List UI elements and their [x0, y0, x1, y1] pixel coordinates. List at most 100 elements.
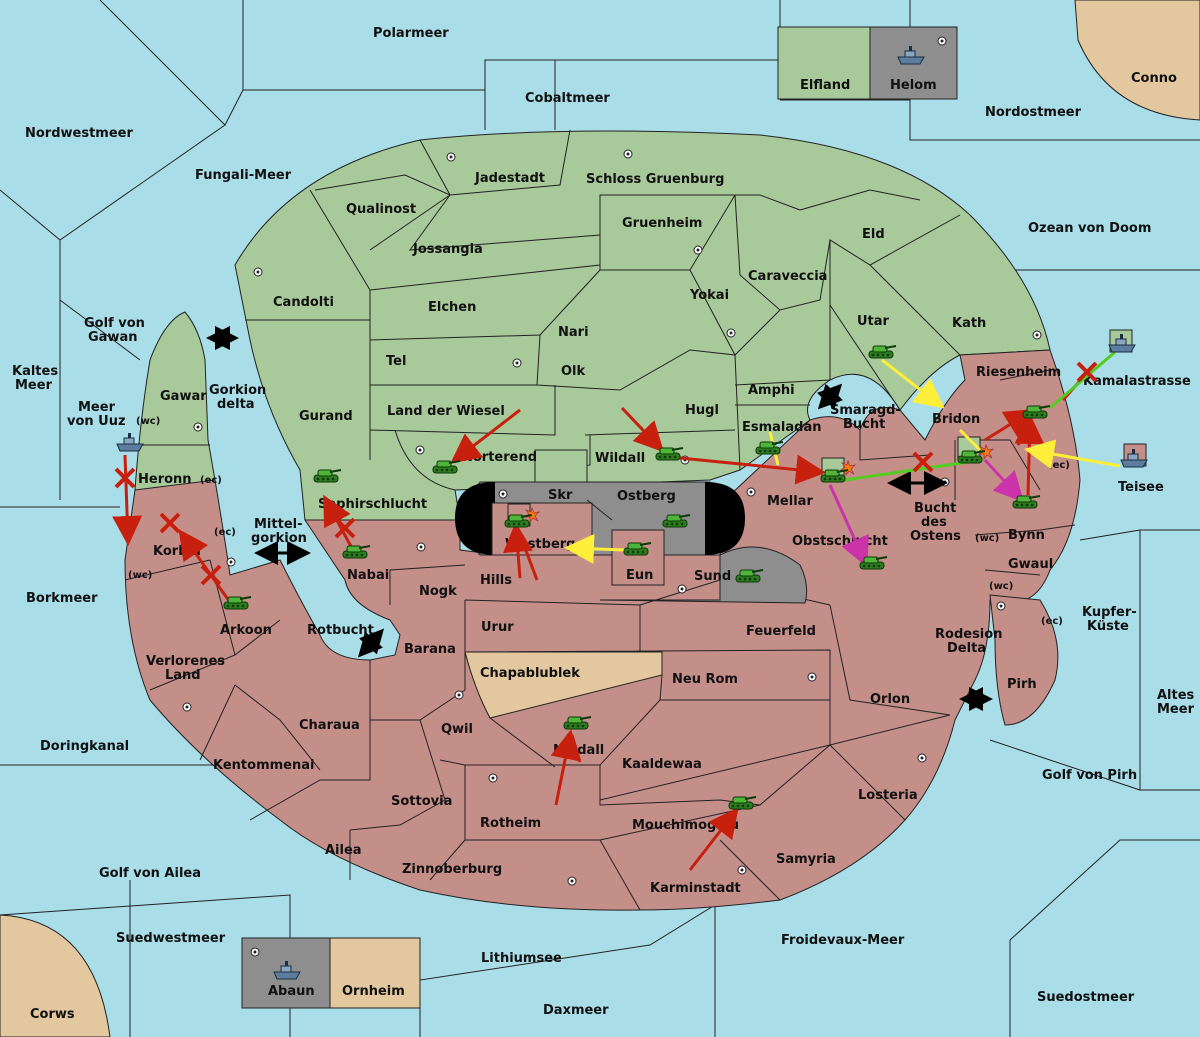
label-orlon: Orlon — [870, 692, 910, 707]
sea-suedwestmeer: Suedwestmeer — [116, 931, 226, 946]
label-gruenheim: Gruenheim — [622, 216, 702, 231]
supply-center-icon — [1032, 330, 1042, 340]
label-land-wiesel: Land der Wiesel — [387, 404, 505, 419]
supply-center-icon — [737, 865, 747, 875]
sea-fungali: Fungali-Meer — [195, 168, 292, 183]
label-gurand: Gurand — [299, 409, 353, 424]
label-kath: Kath — [952, 316, 986, 331]
svg-text:Meer: Meer — [1157, 702, 1195, 717]
label-karminstadt: Karminstadt — [650, 881, 741, 896]
label-mellar: Mellar — [767, 494, 813, 509]
sea-golf-gawan: Golf von — [84, 316, 145, 331]
svg-text:Ostens: Ostens — [910, 529, 961, 544]
sea-smaragd-bucht: Smaragd- — [830, 403, 901, 418]
label-barana: Barana — [404, 642, 456, 657]
sea-suedostmeer: Suedostmeer — [1037, 990, 1135, 1005]
sea-kamalastrasse: Kamalastrasse — [1083, 374, 1191, 389]
supply-center-icon — [498, 489, 508, 499]
supply-center-icon — [807, 672, 817, 682]
passages — [206, 326, 993, 711]
label-hills: Hills — [480, 573, 512, 588]
label-corws: Corws — [30, 1007, 75, 1022]
label-kentommenai: Kentommenai — [213, 758, 314, 773]
sea-doringkanal: Doringkanal — [40, 739, 129, 754]
label-neu-rom: Neu Rom — [672, 672, 738, 687]
label-utar: Utar — [857, 314, 890, 329]
coast-bynn-wc: (wc) — [975, 533, 999, 544]
supply-center-icon — [746, 487, 756, 497]
label-kaaldewaa: Kaaldewaa — [622, 757, 702, 772]
sea-ozean-doom: Ozean von Doom — [1028, 221, 1151, 236]
supply-center-icon — [693, 245, 703, 255]
svg-text:Delta: Delta — [947, 641, 986, 656]
sea-golf-ailea: Golf von Ailea — [99, 866, 201, 881]
coast-gwaul-ec: (ec) — [1041, 616, 1063, 627]
label-rotheim: Rotheim — [480, 816, 541, 831]
capsule-right-cap — [705, 482, 745, 555]
territory-conno[interactable] — [1074, 0, 1200, 121]
supply-center-icon — [226, 557, 236, 567]
label-abaun: Abaun — [268, 984, 315, 999]
territory-chapablublek[interactable] — [464, 651, 663, 719]
sea-kaltes-meer: Kaltes — [12, 364, 58, 379]
supply-center-icon — [677, 584, 687, 594]
label-tel: Tel — [386, 354, 406, 369]
label-bridon: Bridon — [932, 412, 980, 427]
sea-lithiumsee: Lithiumsee — [481, 951, 562, 966]
supply-center-icon — [567, 876, 577, 886]
label-sottovia: Sottovia — [391, 794, 452, 809]
label-hugl: Hugl — [685, 403, 719, 418]
svg-text:Gawan: Gawan — [88, 330, 137, 345]
supply-center-icon — [937, 36, 947, 46]
tank-icon — [755, 441, 784, 455]
label-eun: Eun — [626, 568, 653, 583]
svg-text:delta: delta — [217, 397, 255, 412]
passage-arrow-icon — [816, 383, 844, 410]
coast-korbia-ec: (ec) — [214, 527, 236, 538]
label-riesenheim: Riesenheim — [976, 365, 1061, 380]
label-qwil: Qwil — [441, 722, 473, 737]
territory-ornheim[interactable] — [329, 937, 421, 1009]
label-ailea: Ailea — [325, 843, 362, 858]
svg-text:Meer: Meer — [15, 378, 53, 393]
supply-center-icon — [726, 328, 736, 338]
supply-center-icon — [250, 947, 260, 957]
territory-pirh[interactable] — [989, 594, 1059, 726]
territory-corws[interactable] — [0, 914, 111, 1037]
supply-center-icon — [182, 702, 192, 712]
supply-center-icon — [917, 753, 927, 763]
sea-gorkion-delta: Gorkion — [209, 383, 266, 398]
label-nabai: Nabai — [347, 568, 389, 583]
supply-center-icon — [488, 773, 498, 783]
territory-elfland[interactable] — [777, 26, 871, 100]
svg-text:Küste: Küste — [1087, 619, 1129, 634]
svg-text:Land: Land — [165, 668, 201, 683]
label-chapablublek: Chapablublek — [480, 666, 580, 681]
label-qualinost: Qualinost — [346, 202, 416, 217]
label-caraveccia: Caraveccia — [748, 269, 827, 284]
svg-text:gorkion: gorkion — [251, 531, 307, 546]
sea-kupfer-kueste: Kupfer- — [1082, 605, 1137, 620]
label-feuerfeld: Feuerfeld — [746, 624, 816, 639]
coast-heronn-ec: (ec) — [200, 475, 222, 486]
sea-borkmeer: Borkmeer — [26, 591, 98, 606]
label-olk: Olk — [561, 364, 586, 379]
label-esmaladan: Esmaladan — [742, 420, 822, 435]
sea-rodesion-delta: Rodesion — [935, 627, 1002, 642]
label-heronn: Heronn — [138, 472, 192, 487]
sea-polarmeer: Polarmeer — [373, 26, 449, 41]
label-wildall: Wildall — [595, 451, 645, 466]
supply-center-icon — [415, 445, 425, 455]
label-elchen: Elchen — [428, 300, 476, 315]
label-candolti: Candolti — [273, 295, 334, 310]
label-ornheim: Ornheim — [342, 984, 405, 999]
label-saphirschlucht: Saphirschlucht — [318, 497, 427, 512]
territory-eun[interactable] — [611, 529, 665, 586]
sea-nordostmeer: Nordostmeer — [985, 105, 1082, 120]
territory-sund[interactable] — [599, 546, 808, 604]
coast-bynn-ec: (ec) — [1048, 460, 1070, 471]
coast-uuz-wc: (wc) — [136, 416, 160, 427]
label-sund: Sund — [694, 569, 731, 584]
sea-meer-uuz: Meer — [78, 400, 116, 415]
